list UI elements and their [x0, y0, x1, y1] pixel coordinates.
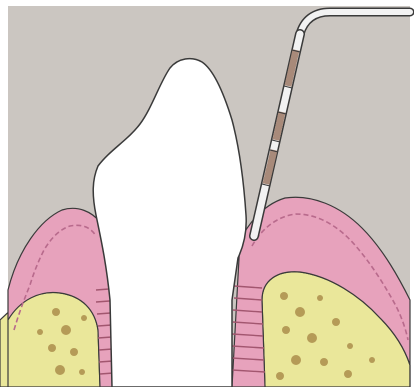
periodontal-diagram [0, 0, 414, 387]
